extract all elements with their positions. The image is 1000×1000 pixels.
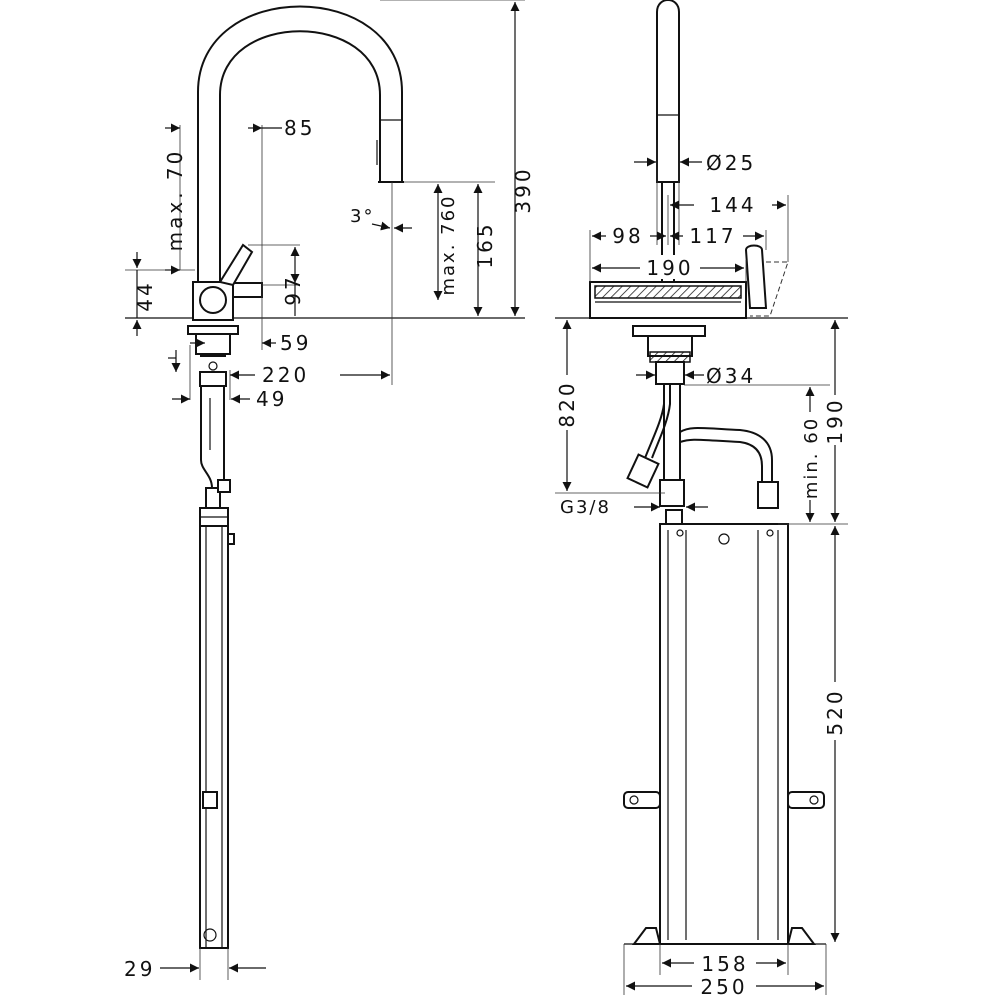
front-view: Ø25 144 98 117 190 820 Ø34 190 min. 60	[555, 0, 848, 999]
dim-190h-label: 190	[823, 397, 847, 444]
dim-250-label: 250	[700, 975, 747, 999]
dim-d34-label: Ø34	[706, 364, 756, 388]
faucet-body-side	[187, 243, 263, 387]
dim-820-label: 820	[555, 380, 579, 427]
box-front	[623, 523, 826, 945]
dim-97-label: 97	[281, 274, 305, 305]
dim-49-label: 49	[256, 387, 287, 411]
hoses-front	[626, 384, 779, 525]
faucet-body-front	[589, 244, 789, 385]
spout-arc	[197, 5, 404, 282]
dim-190w-label: 190	[646, 256, 693, 280]
dim-520-label: 520	[823, 688, 847, 735]
dim-max760-label: max. 760	[438, 194, 459, 295]
dim-165-label: 165	[473, 221, 497, 268]
dim-max70-label: max. 70	[163, 149, 187, 252]
dim-144-label: 144	[709, 193, 756, 217]
box-side	[199, 525, 235, 949]
dim-220-label: 220	[262, 363, 309, 387]
dim-3deg-label: 3°	[350, 206, 374, 227]
dim-59-label: 59	[280, 331, 311, 355]
dim-d25-label: Ø25	[706, 151, 756, 175]
dim-98-label: 98	[612, 224, 643, 248]
dim-g38-label: G3/8	[560, 497, 611, 518]
side-view: 390 165 max. 760 3° 85 max. 70 97 44 59	[124, 0, 535, 981]
dim-29-label: 29	[124, 957, 155, 981]
dim-min60-label: min. 60	[801, 417, 822, 499]
dim-158-label: 158	[701, 952, 748, 976]
dim-117-label: 117	[689, 224, 736, 248]
hoses-side	[199, 386, 231, 527]
dim-85-label: 85	[284, 116, 315, 140]
dim-390-label: 390	[511, 166, 535, 213]
dim-44-label: 44	[133, 280, 157, 311]
